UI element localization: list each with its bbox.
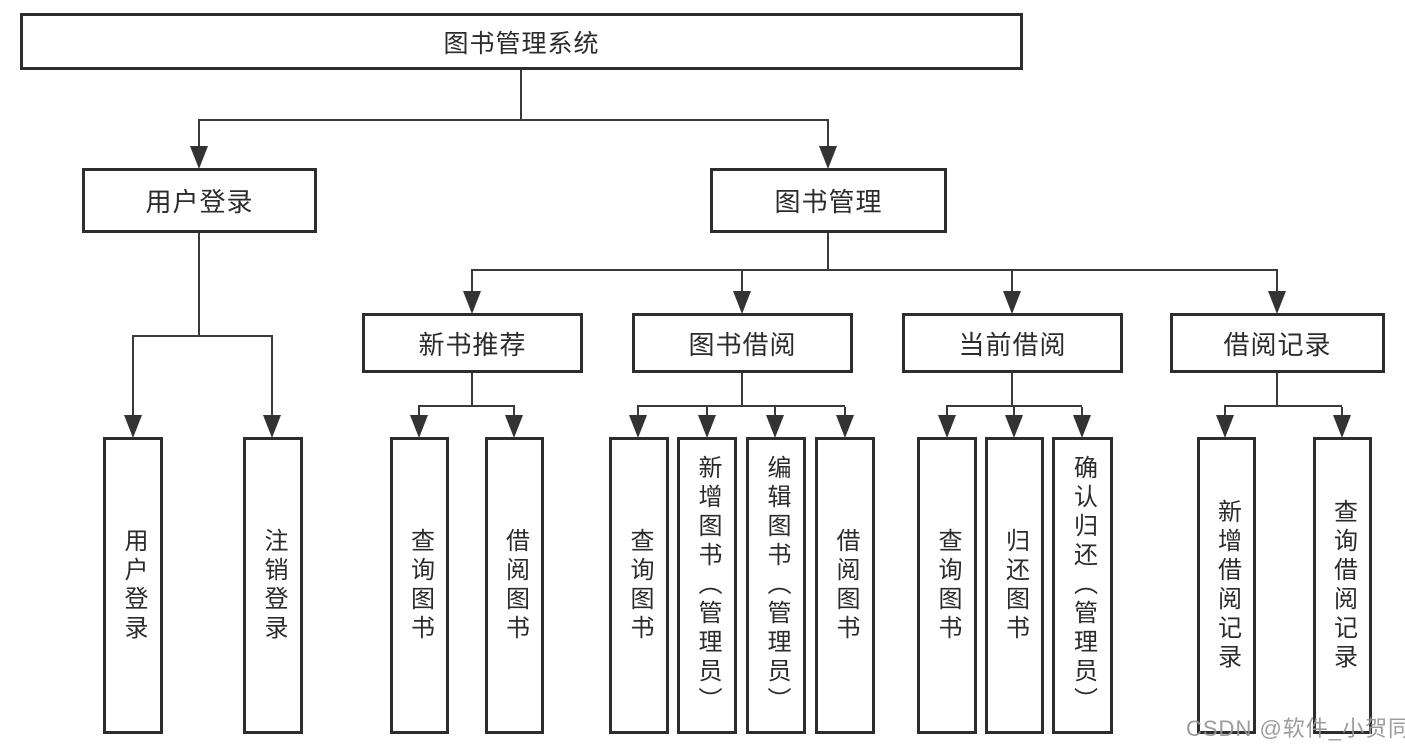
- watermark: CSDN @软件_小贺同学: [1186, 716, 1405, 741]
- node-root-label: 图书管理系统: [443, 29, 600, 58]
- connector-line: [1081, 407, 1083, 417]
- connector-line: [198, 121, 200, 148]
- leaf-label: 编辑图书（管理员）: [763, 455, 790, 716]
- arrow-down-icon: [766, 415, 784, 438]
- leaf-borrow-books-recommend: 借阅图书: [485, 437, 544, 734]
- leaf-logout: 注销登录: [243, 437, 303, 734]
- connector-line: [520, 70, 522, 120]
- arrow-down-icon: [263, 415, 281, 438]
- connector-line: [471, 271, 473, 293]
- arrow-down-icon: [698, 415, 716, 438]
- connector-line: [1011, 271, 1013, 293]
- leaf-label: 借阅图书: [832, 527, 859, 644]
- node-new-book-recommend-label: 新书推荐: [418, 329, 527, 360]
- arrow-down-icon: [733, 291, 751, 314]
- connector-line: [1224, 407, 1226, 417]
- leaf-add-book-admin: 新增图书（管理员）: [677, 437, 737, 734]
- leaf-query-books-borrow: 查询图书: [609, 437, 669, 734]
- node-borrow-records: 借阅记录: [1170, 313, 1385, 373]
- leaf-user-login-label: 用户登录: [120, 527, 147, 644]
- connector-line: [844, 407, 846, 417]
- arrow-down-icon: [505, 415, 523, 438]
- connector-line: [774, 407, 776, 417]
- arrow-down-icon: [1005, 415, 1023, 438]
- leaf-return-book: 归还图书: [985, 437, 1044, 734]
- arrow-down-icon: [1216, 415, 1234, 438]
- node-borrow-records-label: 借阅记录: [1223, 329, 1332, 360]
- connector-line: [1224, 405, 1342, 407]
- node-root: 图书管理系统: [20, 13, 1023, 70]
- leaf-label: 确认归还（管理员）: [1069, 455, 1097, 716]
- leaf-label: 查询图书: [934, 527, 961, 644]
- node-current-borrow-label: 当前借阅: [958, 329, 1067, 360]
- connector-line: [741, 373, 743, 406]
- node-book-management-label: 图书管理: [774, 187, 883, 217]
- arrow-down-icon: [463, 291, 481, 314]
- connector-line: [198, 119, 829, 121]
- arrow-down-icon: [836, 415, 854, 438]
- connector-line: [946, 407, 948, 417]
- arrow-down-icon: [629, 415, 647, 438]
- leaf-user-login: 用户登录: [103, 437, 163, 734]
- connector-line: [706, 407, 708, 417]
- connector-line: [1011, 373, 1013, 406]
- leaf-label: 查询图书: [626, 527, 653, 644]
- leaf-label: 归还图书: [1001, 527, 1029, 644]
- leaf-label: 查询借阅记录: [1329, 498, 1357, 673]
- leaf-label: 查询图书: [406, 527, 434, 644]
- arrow-down-icon: [1003, 291, 1021, 314]
- connector-line: [827, 121, 829, 148]
- connector-line: [1013, 407, 1015, 417]
- connector-line: [637, 405, 845, 407]
- node-book-borrow-label: 图书借阅: [688, 329, 797, 360]
- arrow-down-icon: [190, 146, 208, 169]
- connector-line: [198, 233, 200, 336]
- connector-line: [513, 407, 515, 417]
- arrow-down-icon: [124, 415, 142, 438]
- arrow-down-icon: [410, 415, 428, 438]
- leaf-logout-label: 注销登录: [260, 527, 287, 644]
- leaf-label: 借阅图书: [501, 527, 529, 644]
- connector-line: [637, 407, 639, 417]
- connector-line: [418, 405, 515, 407]
- arrow-down-icon: [819, 146, 837, 169]
- connector-line: [271, 337, 273, 417]
- connector-line: [1276, 373, 1278, 406]
- leaf-query-books-recommend: 查询图书: [390, 437, 449, 734]
- leaf-add-borrow-record: 新增借阅记录: [1197, 437, 1256, 734]
- node-book-management: 图书管理: [710, 168, 947, 233]
- connector-line: [741, 271, 743, 293]
- connector-line: [471, 373, 473, 406]
- arrow-down-icon: [938, 415, 956, 438]
- arrow-down-icon: [1073, 415, 1091, 438]
- connector-line: [946, 405, 1082, 407]
- leaf-confirm-return-admin: 确认归还（管理员）: [1052, 437, 1113, 734]
- connector-line: [132, 335, 273, 337]
- node-book-borrow: 图书借阅: [632, 313, 853, 373]
- node-user-login: 用户登录: [82, 168, 317, 233]
- connector-line: [827, 233, 829, 270]
- leaf-borrow-book: 借阅图书: [815, 437, 875, 734]
- leaf-label: 新增借阅记录: [1213, 498, 1241, 673]
- node-new-book-recommend: 新书推荐: [362, 313, 583, 373]
- arrow-down-icon: [1333, 415, 1351, 438]
- connector-line: [1341, 407, 1343, 417]
- connector-line: [1276, 271, 1278, 293]
- leaf-query-books-current: 查询图书: [917, 437, 977, 734]
- connector-line: [132, 337, 134, 417]
- connector-line: [418, 407, 420, 417]
- leaf-edit-book-admin: 编辑图书（管理员）: [746, 437, 806, 734]
- leaf-query-borrow-record: 查询借阅记录: [1313, 437, 1372, 734]
- node-user-login-label: 用户登录: [145, 187, 254, 217]
- arrow-down-icon: [1268, 291, 1286, 314]
- node-current-borrow: 当前借阅: [902, 313, 1123, 373]
- connector-line: [471, 269, 1278, 271]
- leaf-label: 新增图书（管理员）: [694, 455, 721, 716]
